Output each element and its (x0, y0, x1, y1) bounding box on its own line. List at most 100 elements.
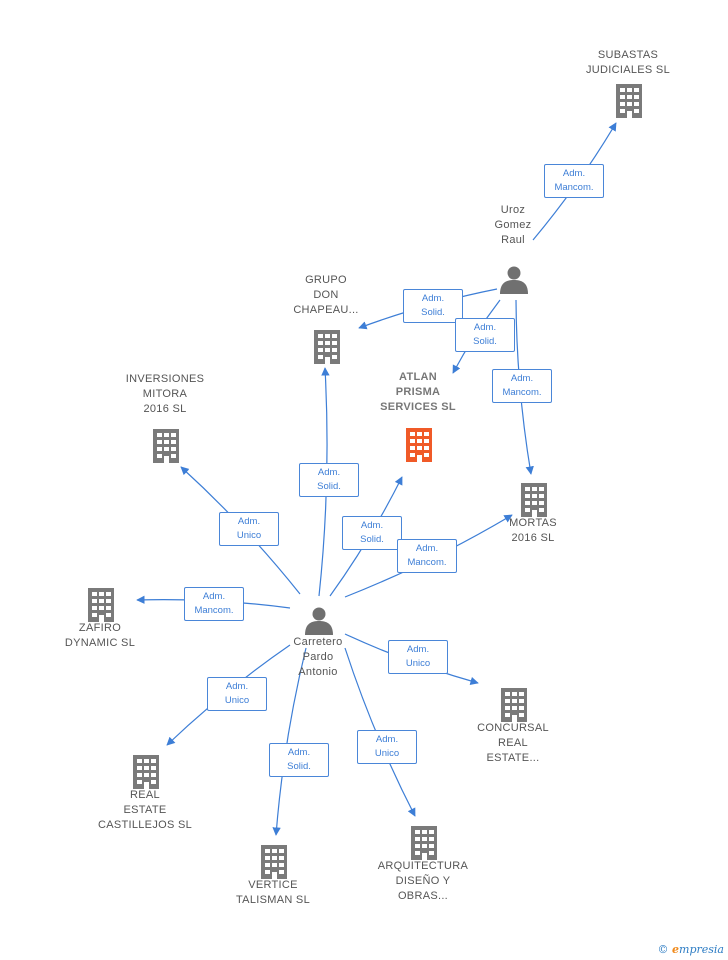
building-icon-concursal[interactable] (501, 688, 527, 722)
node-label-line: Uroz (500, 204, 526, 216)
node-label-line: ESTATE (123, 804, 167, 816)
edge-label-carretero-to-mortas: Adm. Mancom. (397, 539, 457, 573)
node-label-line: ATLAN (399, 371, 437, 383)
node-label-line: MITORA (142, 388, 188, 400)
edge-label-line: Adm. (473, 322, 497, 333)
node-label-line: GRUPO (305, 274, 347, 286)
building-icon-mortas[interactable] (521, 483, 547, 517)
node-label-line: SUBASTAS (597, 49, 659, 61)
edge-label-line: Solid. (317, 481, 341, 492)
building-icon-atlan[interactable] (406, 428, 432, 462)
edge-label-line: Adm. (225, 681, 249, 692)
node-label-line: ARQUITECTURA (377, 860, 469, 872)
node-label-arquitectura[interactable]: ARQUITECTURA DISEÑO Y OBRAS... (363, 859, 483, 904)
building-icon-arquitectura[interactable] (411, 826, 437, 860)
edge-label-uroz-to-mortas: Adm. Mancom. (492, 369, 552, 403)
node-label-subastas[interactable]: SUBASTAS JUDICIALES SL (568, 48, 688, 78)
node-label-line: VERTICE (248, 879, 298, 891)
node-label-mortas[interactable]: MORTAS 2016 SL (488, 516, 578, 546)
node-label-concursal[interactable]: CONCURSAL REAL ESTATE... (458, 721, 568, 766)
edge-label-line: Adm. (237, 516, 261, 527)
edge-label-line: Adm. (360, 520, 384, 531)
node-label-line: CONCURSAL (477, 722, 549, 734)
node-label-line: DYNAMIC SL (64, 637, 136, 649)
edge-label-line: Adm. (317, 467, 341, 478)
edge-carretero-to-vertice (272, 647, 307, 836)
edge-label-line: Unico (236, 530, 262, 541)
node-label-line: ESTATE... (486, 752, 540, 764)
node-label-line: CASTILLEJOS SL (97, 819, 193, 831)
node-label-line: Antonio (298, 666, 338, 678)
building-icon-grupo[interactable] (314, 330, 340, 364)
person-icon-carretero[interactable] (305, 607, 333, 636)
building-icon-zafiro[interactable] (88, 588, 114, 622)
edge-label-line: Solid. (287, 761, 311, 772)
node-label-line: Raul (501, 234, 525, 246)
building-icon-vertice[interactable] (261, 845, 287, 879)
edge-label-line: Mancom. (407, 557, 447, 568)
brand-name: mpresia (679, 943, 724, 956)
edge-label-carretero-to-atlan: Adm. Solid. (342, 516, 402, 550)
node-label-line: DISEÑO Y (395, 875, 451, 887)
edge-label-line: Mancom. (502, 387, 542, 398)
node-label-grupo[interactable]: GRUPO DON CHAPEAU... (276, 273, 376, 318)
building-icon-subastas[interactable] (616, 84, 642, 118)
node-label-inversiones[interactable]: INVERSIONES MITORA 2016 SL (110, 372, 220, 417)
edge-label-line: Adm. (415, 543, 439, 554)
node-label-vertice[interactable]: VERTICE TALISMAN SL (218, 878, 328, 908)
person-icon-uroz[interactable] (500, 266, 528, 295)
node-label-line: SERVICES SL (380, 401, 456, 413)
node-label-line: 2016 SL (511, 532, 555, 544)
copyright-symbol: © (657, 943, 669, 956)
node-label-line: MORTAS (509, 517, 557, 529)
edge-label-line: Adm. (421, 293, 445, 304)
node-label-line: REAL (498, 737, 528, 749)
edge-label-carretero-to-inversiones: Adm. Unico (219, 512, 279, 546)
node-label-line: INVERSIONES (125, 373, 205, 385)
node-label-line: Gomez (494, 219, 532, 231)
edge-label-line: Unico (224, 695, 250, 706)
node-label-line: DON (313, 289, 339, 301)
edge-label-carretero-to-concursal: Adm. Unico (388, 640, 448, 674)
edge-label-carretero-to-arquitectura: Adm. Unico (357, 730, 417, 764)
edge-label-carretero-to-vertice: Adm. Solid. (269, 743, 329, 777)
node-label-line: TALISMAN SL (235, 894, 310, 906)
edge-label-line: Unico (405, 658, 431, 669)
edge-label-line: Mancom. (554, 182, 594, 193)
node-label-line: PRISMA (395, 386, 441, 398)
building-icon-realestate[interactable] (133, 755, 159, 789)
node-label-line: REAL (130, 789, 160, 801)
edge-label-carretero-to-grupo: Adm. Solid. (299, 463, 359, 497)
node-label-realestate[interactable]: REAL ESTATE CASTILLEJOS SL (85, 788, 205, 833)
node-label-line: JUDICIALES SL (586, 64, 670, 76)
edge-label-uroz-to-subastas: Adm. Mancom. (544, 164, 604, 198)
edge-label-line: Solid. (473, 336, 497, 347)
edge-label-line: Adm. (562, 168, 586, 179)
node-label-line: Pardo (302, 651, 334, 663)
edge-label-uroz-to-atlan: Adm. Solid. (455, 318, 515, 352)
edge-label-carretero-to-realestate: Adm. Unico (207, 677, 267, 711)
edge-label-line: Solid. (421, 307, 445, 318)
edge-label-uroz-to-grupo: Adm. Solid. (403, 289, 463, 323)
brand-initial: e (672, 943, 680, 956)
edge-label-line: Mancom. (194, 605, 234, 616)
edge-label-line: Adm. (510, 373, 534, 384)
node-label-line: ZAFIRO (78, 622, 122, 634)
node-label-atlan[interactable]: ATLAN PRISMA SERVICES SL (363, 370, 473, 415)
edge-label-line: Adm. (406, 644, 430, 655)
node-label-line: Carretero (293, 636, 343, 648)
node-label-line: 2016 SL (143, 403, 187, 415)
edge-label-line: Adm. (202, 591, 226, 602)
building-icon-inversiones[interactable] (153, 429, 179, 463)
node-label-line: OBRAS... (397, 890, 449, 902)
node-label-zafiro[interactable]: ZAFIRO DYNAMIC SL (45, 621, 155, 651)
edge-label-line: Solid. (360, 534, 384, 545)
edge-label-line: Unico (374, 748, 400, 759)
edge-label-line: Adm. (375, 734, 399, 745)
brand-logo: © empresia (658, 943, 724, 956)
node-label-line: CHAPEAU... (293, 304, 359, 316)
edge-label-line: Adm. (287, 747, 311, 758)
edge-label-carretero-to-zafiro: Adm. Mancom. (184, 587, 244, 621)
